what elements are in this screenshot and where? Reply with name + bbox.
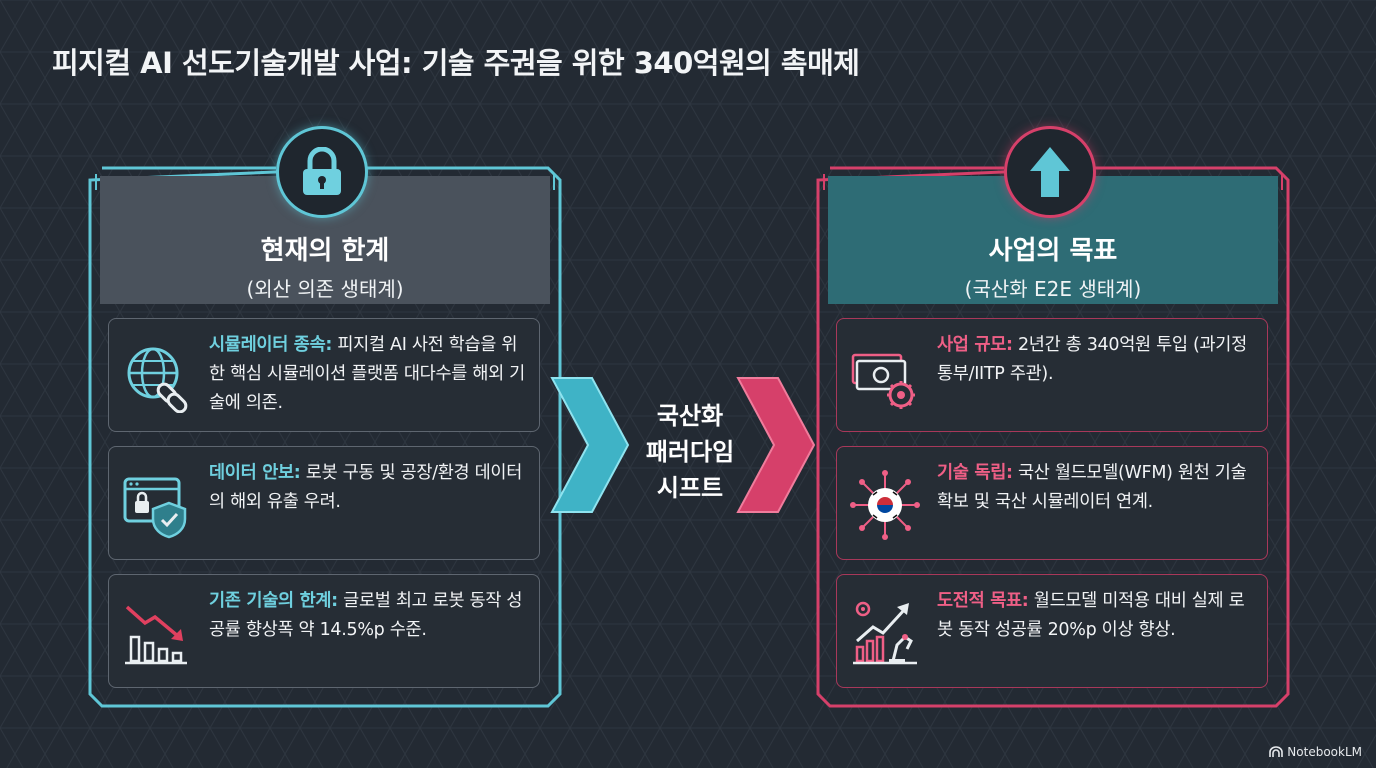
arrow-up-icon bbox=[1030, 147, 1070, 197]
notebooklm-logo-icon bbox=[1269, 746, 1284, 757]
card-text: 사업 규모: 2년간 총 340억원 투입 (과기정통부/IITP 주관). bbox=[937, 335, 1247, 384]
card-tech-independence: 기술 독립: 국산 월드모델(WFM) 원천 기술 확보 및 국산 시뮬레이터 … bbox=[836, 446, 1268, 560]
panel-subheading: (국산화 E2E 생태계) bbox=[964, 277, 1142, 301]
card-simulator-dependency: 시뮬레이터 종속: 피지컬 AI 사전 학습을 위한 핵심 시뮬레이션 플랫폼 … bbox=[108, 318, 540, 432]
lock-icon bbox=[303, 147, 341, 195]
declining-chart-icon bbox=[125, 605, 187, 665]
globe-chain-icon bbox=[127, 347, 188, 413]
growth-chart-robot-icon bbox=[853, 601, 917, 665]
browser-lock-shield-icon bbox=[123, 477, 187, 539]
panel-heading: 현재의 한계 bbox=[260, 236, 390, 266]
logo-text: NotebookLM bbox=[1287, 745, 1362, 759]
card-challenge-goal: 도전적 목표: 월드모델 미적용 대비 실제 로봇 동작 성공률 20%p 이상… bbox=[836, 574, 1268, 688]
korea-flag-network-icon bbox=[850, 470, 920, 540]
business-goals-panel: 사업의 목표 (국산화 E2E 생태계) 사업 규모: 2년간 총 340억원 … bbox=[818, 168, 1288, 706]
panel-subheading: (외산 의존 생태계) bbox=[246, 277, 404, 301]
notebooklm-logo: NotebookLM bbox=[1269, 745, 1362, 759]
card-text: 기존 기술의 한계: 글로벌 최고 로봇 동작 성공률 향상폭 약 14.5%p… bbox=[209, 591, 523, 640]
card-existing-tech-limit: 기존 기술의 한계: 글로벌 최고 로봇 동작 성공률 향상폭 약 14.5%p… bbox=[108, 574, 540, 688]
paradigm-shift-label: 국산화 패러다임 시프트 bbox=[645, 402, 735, 502]
page-title: 피지컬 AI 선도기술개발 사업: 기술 주권을 위한 340억원의 촉매제 bbox=[52, 46, 860, 80]
current-limitations-panel: 현재의 한계 (외산 의존 생태계) 시뮬레이터 종속: 피지컬 AI 사전 학… bbox=[90, 168, 560, 706]
card-text: 도전적 목표: 월드모델 미적용 대비 실제 로봇 동작 성공률 20%p 이상… bbox=[937, 591, 1245, 640]
panel-heading: 사업의 목표 bbox=[988, 236, 1118, 266]
card-business-scale: 사업 규모: 2년간 총 340억원 투입 (과기정통부/IITP 주관). bbox=[836, 318, 1268, 432]
arrow-badge bbox=[1004, 126, 1096, 218]
lock-badge bbox=[276, 126, 368, 218]
card-text: 시뮬레이터 종속: 피지컬 AI 사전 학습을 위한 핵심 시뮬레이션 플랫폼 … bbox=[209, 335, 525, 413]
card-text: 데이터 안보: 로봇 구동 및 공장/환경 데이터의 해외 유출 우려. bbox=[209, 463, 523, 512]
money-gear-icon bbox=[851, 353, 915, 409]
card-data-security: 데이터 안보: 로봇 구동 및 공장/환경 데이터의 해외 유출 우려. bbox=[108, 446, 540, 560]
card-text: 기술 독립: 국산 월드모델(WFM) 원천 기술 확보 및 국산 시뮬레이터 … bbox=[937, 463, 1247, 512]
